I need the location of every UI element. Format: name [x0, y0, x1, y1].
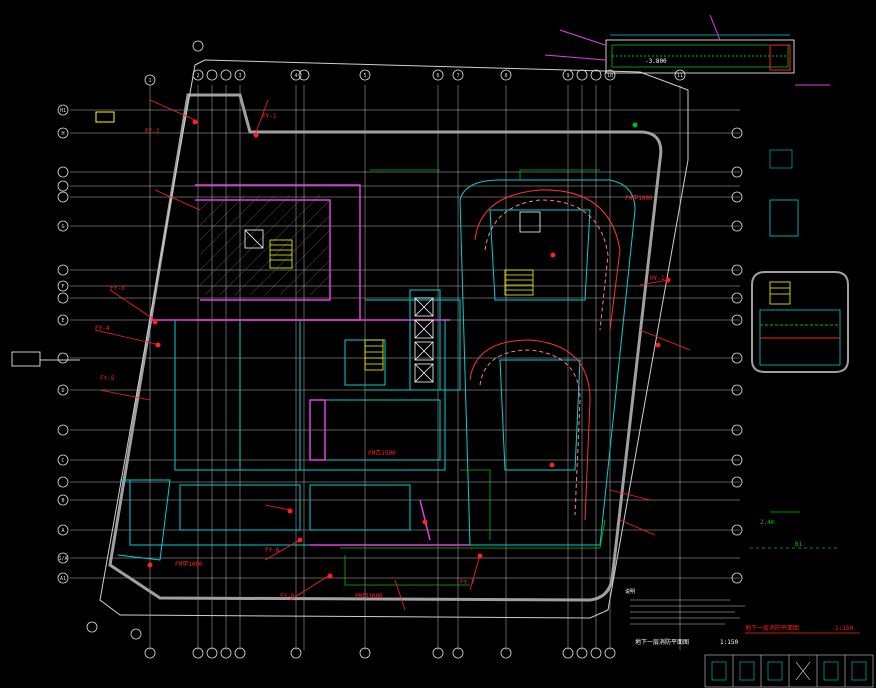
grid-label-6: 6 [436, 73, 439, 79]
grid-label-c: C [61, 458, 64, 464]
detail-box-right [751, 149, 849, 373]
grid-label-8: 8 [504, 73, 507, 79]
drawing-title: 地下一层消防平面图 [635, 638, 689, 646]
grid-label-3: 3 [238, 73, 241, 79]
drawing-scale: 1:150 [720, 639, 738, 646]
red-leaders [94, 99, 691, 611]
grid-label-h: H [61, 131, 64, 137]
grid-labels: H1 H G F E D C B A 1/A A1 1 2 3 4 5 6 7 … [58, 73, 683, 582]
label-fy8: FY-8 [280, 593, 295, 600]
label-fy4: FY-4 [95, 325, 110, 332]
label-fy6: FY-6 [265, 547, 280, 554]
grid-label-4: 4 [294, 73, 297, 79]
grid-label-f: F [61, 284, 64, 290]
label-right-2: B1 [795, 541, 803, 548]
grid-label-2: 2 [196, 73, 199, 79]
core-hatch [199, 194, 331, 296]
grid-label-a: A [61, 528, 64, 534]
cyan-walls [117, 179, 636, 561]
grid-label-e: E [61, 318, 64, 324]
fire-zone-magenta [150, 184, 470, 546]
grid-label-9: 9 [566, 73, 569, 79]
grid-label-11: 11 [677, 73, 683, 79]
label-fy5: FY-5 [100, 375, 115, 382]
grid-bubbles-right [731, 127, 743, 584]
grid-label-b: B [61, 498, 64, 504]
label-right-1: 2.4m [760, 519, 775, 526]
fire-equipment-points [147, 119, 671, 579]
elevator-shafts [244, 211, 541, 383]
label-fm4: FM甲1000 [355, 593, 383, 600]
label-hy1: HY-1 [650, 275, 665, 282]
label-section: -3.800 [645, 58, 667, 65]
drawing-title-red: 地下一层消防平面图 [745, 624, 799, 632]
label-fm2: FM乙1500 [368, 450, 396, 457]
grid-label-1a: 1/A [58, 556, 67, 562]
label-fy3: FY-3 [110, 285, 125, 292]
text-labels: FY-1 FY-2 FY-3 FY-4 FY-5 FY-6 FY-7 FY-8 … [95, 58, 803, 600]
label-fy7: FY-7 [460, 579, 475, 586]
notes-block: 说明 地下一层消防平面图 1:150 地下一层消防平面图 1:150 [625, 588, 860, 646]
left-details [11, 111, 115, 367]
label-fy1: FY-1 [262, 113, 277, 120]
grid-lines-vertical [149, 85, 681, 650]
stair-yellow [269, 239, 791, 371]
grid-label-10: 10 [607, 73, 613, 79]
title-block [704, 654, 874, 688]
grid-label-h1: H1 [60, 108, 66, 114]
green-lines [340, 169, 838, 586]
label-fy2: FY-2 [145, 128, 160, 135]
building-outline [99, 59, 689, 619]
section-detail-top-right [544, 14, 830, 86]
notes-header: 说明 [625, 588, 635, 595]
label-fm3: FM甲1000 [175, 561, 203, 568]
grid-label-d: D [61, 388, 64, 394]
label-fm1: FM甲1000 [625, 195, 653, 202]
grid-label-a1: A1 [60, 576, 66, 582]
grid-bubbles-bottom [86, 621, 616, 659]
grid-label-1: 1 [148, 78, 151, 84]
grid-bubbles-left [57, 104, 69, 584]
ramp-curves [469, 189, 621, 521]
grid-label-7: 7 [456, 73, 459, 79]
grid-label-5: 5 [363, 73, 366, 79]
drawing-scale-red: 1:150 [835, 625, 853, 632]
grid-label-g: G [61, 224, 64, 230]
